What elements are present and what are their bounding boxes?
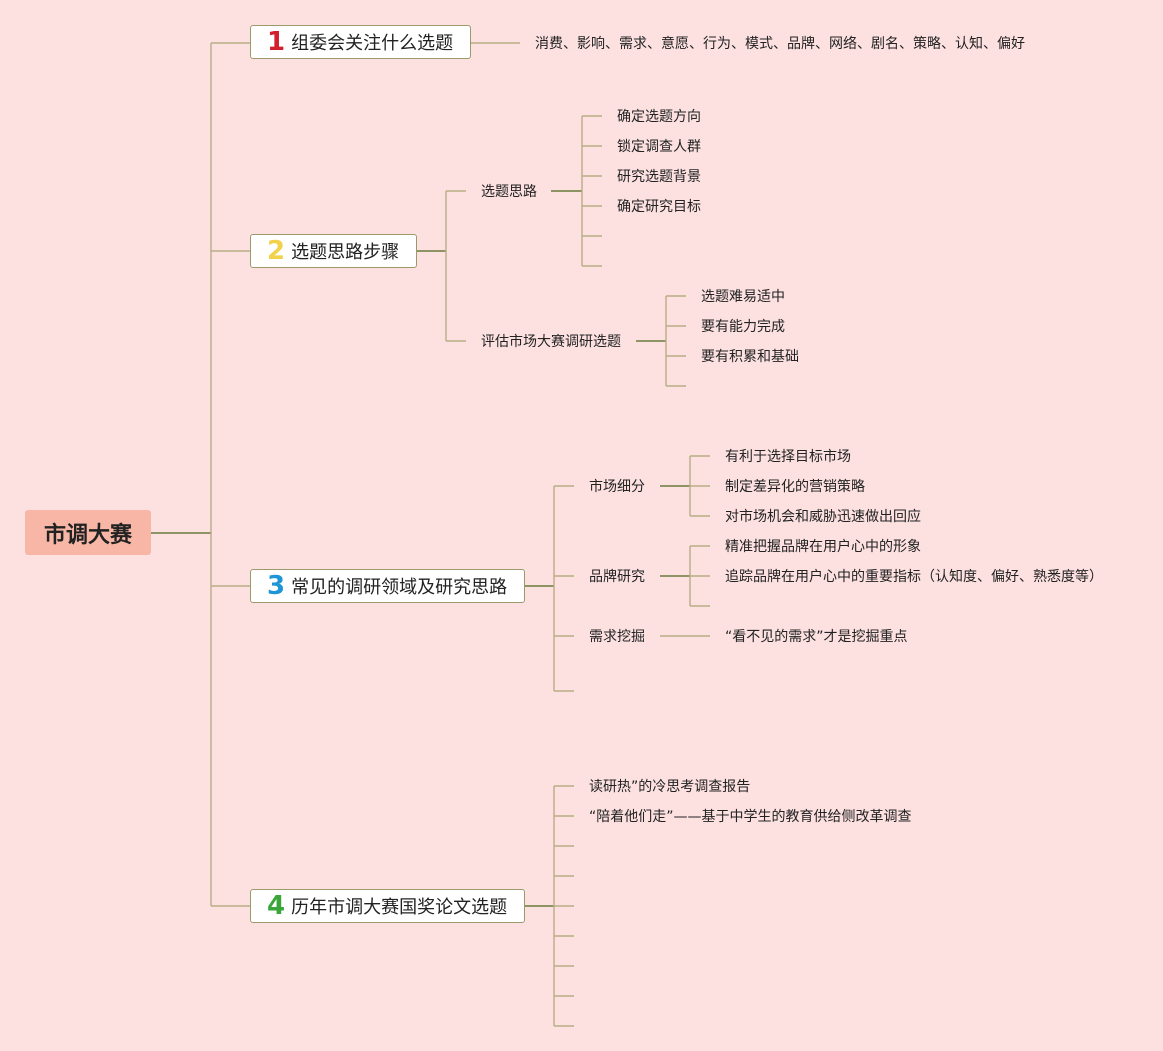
- subtopic-brand-research[interactable]: 品牌研究: [589, 569, 645, 585]
- topic-title: 组委会关注什么选题: [291, 33, 454, 54]
- list-item[interactable]: “看不见的需求”才是挖掘重点: [725, 629, 908, 645]
- topic-title: 选题思路步骤: [291, 242, 400, 263]
- number-4-icon: 4: [267, 891, 286, 921]
- list-item[interactable]: 选题难易适中: [701, 289, 785, 305]
- subtopic-demand-mining[interactable]: 需求挖掘: [589, 629, 645, 645]
- list-item[interactable]: “陪着他们走”——基于中学生的教育供给侧改革调查: [589, 809, 912, 825]
- list-item[interactable]: 制定差异化的营销策略: [725, 479, 865, 495]
- list-item[interactable]: 追踪品牌在用户心中的重要指标（认知度、偏好、熟悉度等）: [725, 569, 1103, 585]
- list-item[interactable]: 有利于选择目标市场: [725, 449, 851, 465]
- branch1-keywords[interactable]: 消费、影响、需求、意愿、行为、模式、品牌、网络、剧名、策略、认知、偏好: [535, 36, 1025, 52]
- topic-branch-1[interactable]: 1 组委会关注什么选题: [250, 25, 471, 59]
- topic-branch-3[interactable]: 3 常见的调研领域及研究思路: [250, 569, 525, 603]
- list-item[interactable]: 确定选题方向: [617, 109, 701, 125]
- root-node[interactable]: 市调大赛: [25, 510, 151, 555]
- topic-title: 历年市调大赛国奖论文选题: [291, 897, 508, 918]
- topic-title: 常见的调研领域及研究思路: [291, 577, 508, 598]
- branch3-connectors: [524, 455, 710, 692]
- list-item[interactable]: 研究选题背景: [617, 169, 701, 185]
- number-2-icon: 2: [267, 236, 286, 266]
- list-item[interactable]: 要有积累和基础: [701, 349, 799, 365]
- list-item[interactable]: 要有能力完成: [701, 319, 785, 335]
- topic-branch-2[interactable]: 2 选题思路步骤: [250, 234, 417, 268]
- subtopic-market-segmentation[interactable]: 市场细分: [589, 479, 645, 495]
- subtopic-selection-approach[interactable]: 选题思路: [481, 184, 537, 200]
- list-item[interactable]: 锁定调查人群: [617, 139, 701, 155]
- list-item[interactable]: 确定研究目标: [617, 199, 701, 215]
- number-3-icon: 3: [267, 571, 286, 601]
- branch4-connectors: [524, 785, 574, 1027]
- main-spine: [210, 42, 251, 907]
- number-1-icon: 1: [267, 27, 286, 57]
- subtopic-evaluate-topic[interactable]: 评估市场大赛调研选题: [481, 334, 621, 350]
- branch2-connectors: [416, 115, 686, 387]
- list-item[interactable]: 对市场机会和威胁迅速做出回应: [725, 509, 921, 525]
- topic-branch-4[interactable]: 4 历年市调大赛国奖论文选题: [250, 889, 525, 923]
- list-item[interactable]: 精准把握品牌在用户心中的形象: [725, 539, 921, 555]
- list-item[interactable]: 读研热”的冷思考调查报告: [589, 779, 751, 795]
